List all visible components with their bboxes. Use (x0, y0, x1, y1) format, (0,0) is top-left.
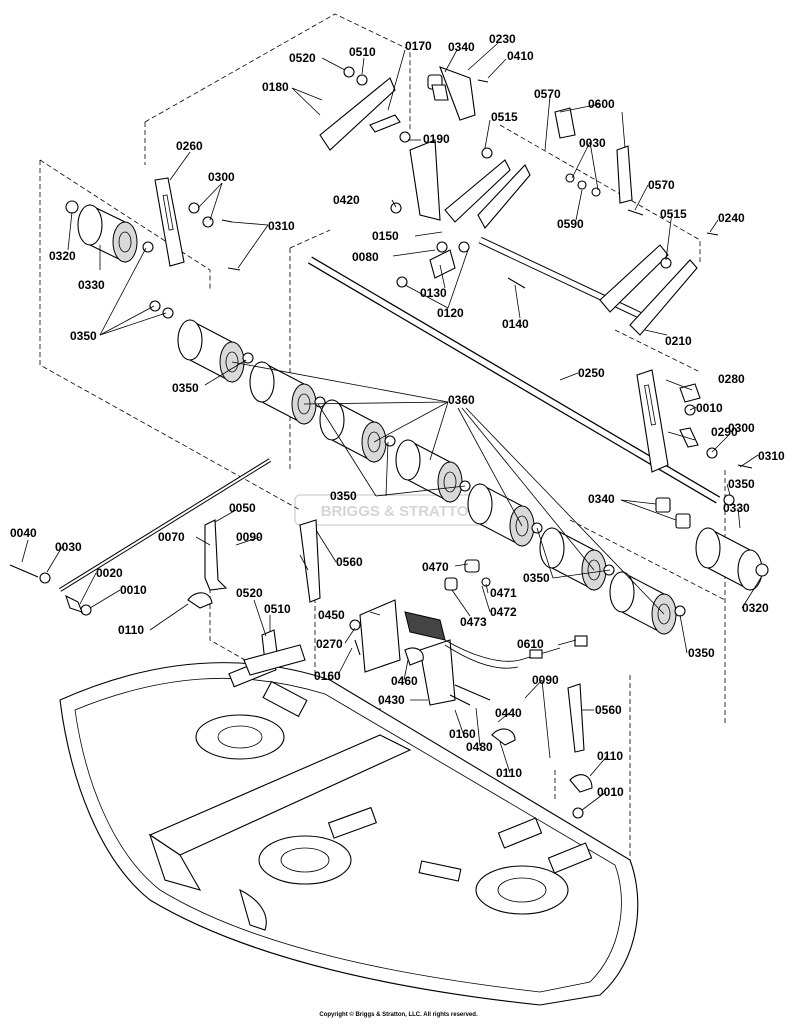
label-0350: 0350 (523, 571, 550, 585)
label-0300: 0300 (208, 170, 235, 184)
label-0180: 0180 (262, 80, 289, 94)
label-0515: 0515 (491, 110, 518, 124)
bracket-0260 (154, 177, 185, 267)
roller-0360-6 (539, 527, 607, 591)
label-0030: 0030 (55, 540, 82, 554)
label-0130: 0130 (420, 286, 447, 300)
part-labels: 0520 0510 0170 0340 0230 0410 0180 0190 … (10, 32, 785, 799)
label-0515: 0515 (660, 207, 687, 221)
leader-lines (21, 42, 763, 811)
label-0030: 0030 (579, 136, 606, 150)
label-0350: 0350 (172, 381, 199, 395)
label-0110: 0110 (597, 749, 623, 763)
label-0520: 0520 (289, 51, 316, 65)
label-0570: 0570 (534, 87, 561, 101)
label-0140: 0140 (502, 317, 529, 331)
label-0320: 0320 (742, 601, 769, 615)
label-0040: 0040 (10, 526, 37, 540)
switch-assembly (243, 559, 588, 706)
label-0090: 0090 (532, 673, 559, 687)
roller-0360-5 (467, 483, 535, 547)
label-0190: 0190 (423, 132, 450, 146)
label-0010: 0010 (120, 583, 147, 597)
label-0290: 0290 (711, 425, 738, 439)
label-0460: 0460 (391, 674, 418, 688)
label-0360: 0360 (448, 393, 475, 407)
bracket-0050 (187, 519, 593, 793)
label-0010: 0010 (696, 401, 723, 415)
label-0350: 0350 (70, 329, 97, 343)
svg-text:BRIGGS & STRATTON: BRIGGS & STRATTON (321, 503, 480, 520)
draft-rod-0040 (9, 458, 272, 613)
label-0560: 0560 (595, 703, 622, 717)
label-0340: 0340 (448, 40, 475, 54)
label-0310: 0310 (268, 219, 295, 233)
rollers (77, 204, 763, 635)
lift-linkage (319, 66, 698, 336)
label-0270: 0270 (316, 637, 343, 651)
label-0330: 0330 (723, 501, 750, 515)
label-0150: 0150 (372, 229, 399, 243)
label-0410: 0410 (507, 49, 534, 63)
label-0010: 0010 (597, 785, 624, 799)
label-0510: 0510 (349, 45, 376, 59)
label-0480: 0480 (466, 740, 493, 754)
label-0160: 0160 (314, 669, 341, 683)
label-0310: 0310 (758, 449, 785, 463)
label-0020: 0020 (96, 566, 123, 580)
copyright-notice: Copyright © Briggs & Stratton, LLC. All … (319, 1012, 478, 1018)
label-0170: 0170 (405, 39, 432, 53)
label-0600: 0600 (588, 97, 615, 111)
roller-0360-1 (177, 319, 245, 383)
label-0120: 0120 (437, 306, 464, 320)
label-0260: 0260 (176, 139, 203, 153)
label-0473: 0473 (460, 615, 487, 629)
label-0070: 0070 (158, 530, 185, 544)
label-0440: 0440 (495, 706, 522, 720)
label-0330: 0330 (78, 278, 105, 292)
roller-0360-3 (319, 399, 387, 463)
label-0350: 0350 (330, 489, 357, 503)
label-0080: 0080 (352, 250, 379, 264)
label-0110: 0110 (118, 623, 144, 637)
label-0160: 0160 (449, 727, 476, 741)
label-0471: 0471 (490, 586, 517, 600)
label-0280: 0280 (718, 372, 745, 386)
label-0300: 0300 (728, 421, 755, 435)
label-0050: 0050 (229, 501, 256, 515)
roller-0360-4 (395, 439, 463, 503)
label-0320: 0320 (49, 249, 76, 263)
label-0210: 0210 (665, 334, 692, 348)
label-0420: 0420 (333, 193, 360, 207)
label-0350: 0350 (688, 646, 715, 660)
label-0560: 0560 (336, 555, 363, 569)
label-0240: 0240 (718, 211, 745, 225)
label-0610: 0610 (517, 637, 544, 651)
label-0520: 0520 (236, 586, 263, 600)
label-0430: 0430 (378, 693, 405, 707)
label-0340: 0340 (588, 492, 615, 506)
label-0450: 0450 (318, 608, 345, 622)
roller-0330-left (77, 204, 138, 263)
roller-0330-right (695, 527, 763, 591)
hardware (39, 66, 769, 819)
label-0110: 0110 (496, 766, 522, 780)
label-0472: 0472 (490, 605, 517, 619)
label-0250: 0250 (578, 366, 605, 380)
mower-deck (59, 656, 639, 1006)
label-0570: 0570 (648, 178, 675, 192)
label-0230: 0230 (489, 32, 516, 46)
label-0470: 0470 (422, 560, 449, 574)
bracket-right (636, 369, 669, 473)
label-0350: 0350 (728, 477, 755, 491)
roller-0360-7 (609, 571, 677, 635)
label-0510: 0510 (264, 602, 291, 616)
label-0590: 0590 (557, 217, 584, 231)
label-0090: 0090 (236, 530, 263, 544)
